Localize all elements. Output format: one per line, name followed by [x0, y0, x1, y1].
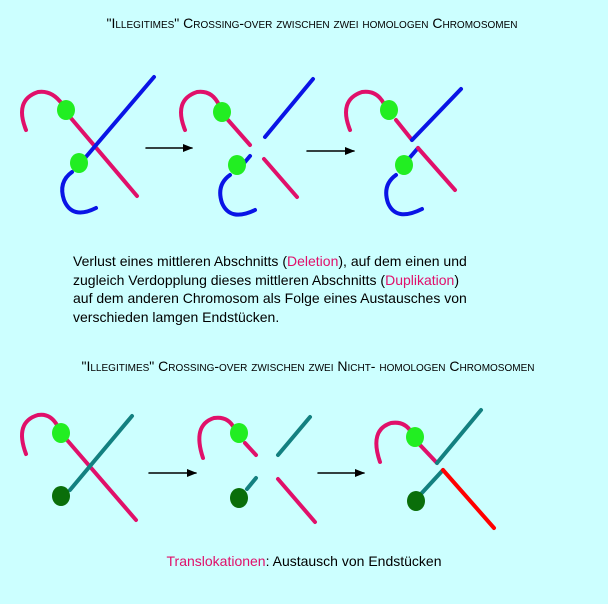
- centromere-dark: [407, 491, 425, 511]
- centromere-dark: [52, 486, 70, 506]
- pink-chromosome-arm: [20, 89, 64, 132]
- paragraph-line: zugleich Verdopplung dieses mittleren Ab…: [73, 271, 467, 290]
- blue-chromosome-arm: [384, 173, 424, 217]
- blue-chromosome-arm: [60, 170, 98, 215]
- homolog-stage-2: [179, 77, 315, 217]
- text: ), auf dem einen und: [338, 253, 467, 269]
- pink-chromosome-arm: [197, 415, 236, 460]
- text: ): [454, 271, 460, 288]
- caption-text: : Austausch von Endstücken: [265, 553, 442, 569]
- teal-exchanged-arm: [435, 408, 483, 465]
- text: Verlust eines mittleren Abschnitts (: [73, 253, 287, 269]
- pink-chromosome-arm: [20, 412, 59, 456]
- nonhomolog-stage-3: [374, 408, 496, 530]
- title-nonhomologous: "Illegitimes" Crossing-over zwischen zwe…: [81, 358, 535, 374]
- pink-chromosome-line: [243, 441, 258, 457]
- centromere-light: [230, 423, 248, 443]
- translocation-caption: Translokationen: Austausch von Endstücke…: [0, 553, 608, 569]
- blue-fragment: [263, 77, 315, 139]
- term-duplication: Duplikation: [385, 271, 455, 288]
- term-deletion: Deletion: [287, 253, 339, 269]
- red-exchanged-arm: [441, 468, 496, 530]
- pink-chromosome-arm: [344, 89, 386, 132]
- pink-fragment: [262, 157, 299, 199]
- nonhomolog-stage-2: [197, 415, 317, 524]
- pink-chromosome-line: [65, 438, 138, 522]
- centromere: [228, 155, 246, 175]
- text: zugleich Verdopplung dieses mittleren Ab…: [73, 271, 386, 288]
- centromere: [213, 102, 231, 122]
- centromere-dark: [230, 488, 248, 508]
- teal-fragment: [276, 415, 312, 457]
- pink-fragment: [276, 477, 317, 524]
- term-translocation: Translokationen: [166, 553, 266, 569]
- pink-chromosome-line: [226, 118, 252, 147]
- pink-chromosome-arm: [179, 89, 221, 132]
- homolog-stage-1: [20, 75, 156, 215]
- nonhomolog-stage-1: [20, 412, 138, 522]
- explanation-paragraph: Verlust eines mittleren Abschnitts (Dele…: [73, 252, 467, 326]
- teal-chromosome-stub: [245, 476, 258, 491]
- blue-chromosome-line: [83, 75, 156, 160]
- pink-chromosome-line: [68, 115, 139, 198]
- blue-chromosome-arm: [218, 173, 257, 217]
- centromere: [395, 155, 413, 175]
- pink-chromosome-line: [394, 118, 414, 142]
- homolog-stage-3: [344, 87, 463, 217]
- centromere: [70, 153, 88, 173]
- blue-chromosome-stub: [243, 154, 252, 164]
- title-homologous: "Illegitimes" Crossing-over zwischen zwe…: [106, 15, 518, 31]
- centromere-light: [406, 427, 424, 447]
- centromere-light: [52, 423, 70, 443]
- paragraph-line: auf dem anderen Chromosom als Folge eine…: [73, 290, 467, 306]
- blue-exchanged-arm: [410, 87, 463, 142]
- teal-chromosome-stub: [418, 468, 445, 497]
- paragraph-line: Verlust eines mittleren Abschnitts (Dele…: [73, 252, 467, 271]
- teal-chromosome-line: [68, 414, 134, 492]
- centromere: [57, 100, 75, 120]
- paragraph-line: verschieden lamgen Endstücken.: [73, 308, 280, 325]
- pink-chromosome-line: [418, 443, 439, 465]
- pink-exchanged-arm: [416, 146, 457, 192]
- centromere: [380, 100, 398, 120]
- pink-chromosome-arm: [374, 420, 413, 464]
